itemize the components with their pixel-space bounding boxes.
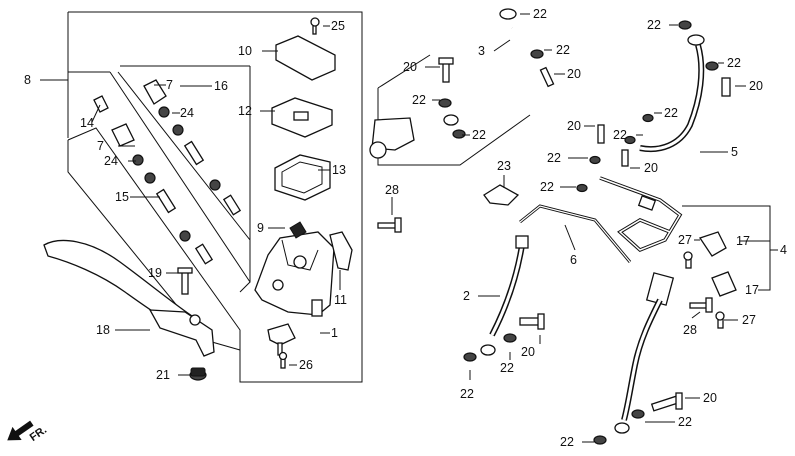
callout-labels: 8 14 7 16 24 7 24 15 19 18 21 25 10 12 1… [24,7,787,449]
callout-22d: 22 [472,128,486,142]
callout-20g: 20 [703,391,717,405]
callout-20d: 20 [567,119,581,133]
callout-8: 8 [24,73,31,87]
callout-22i: 22 [547,151,561,165]
callout-14: 14 [80,116,94,130]
callout-10: 10 [238,44,252,58]
bracket-hose-3 [369,117,415,159]
callout-23: 23 [497,159,511,173]
callout-7b: 7 [97,139,104,153]
callout-17a: 17 [736,234,750,248]
callout-9: 9 [257,221,264,235]
sub-kit-frame [67,65,251,351]
callout-25: 25 [331,19,345,33]
callout-16: 16 [214,79,228,93]
callout-11: 11 [334,293,347,307]
switch-1 [267,323,296,356]
sealing-washers-22 [438,20,719,445]
junction-23 [483,184,520,206]
reservoir-plate-12 [271,97,333,138]
brake-pipe-6 [519,204,632,263]
callout-24a: 24 [180,106,194,120]
bolt-27-upper [683,251,693,269]
brake-hose-5 [639,34,731,152]
callout-17b: 17 [745,283,759,297]
callout-22m: 22 [678,415,692,429]
bolt-20-upper [438,57,629,167]
callout-22a: 22 [533,7,547,21]
callout-18: 18 [96,323,110,337]
callout-20a: 20 [403,60,417,74]
callout-5: 5 [731,145,738,159]
bolt-20-lower-right [650,392,683,412]
callout-22l: 22 [500,361,514,375]
callout-22c: 22 [412,93,426,107]
callout-3: 3 [478,44,485,58]
piston-kit-16 [143,79,242,216]
callout-20c: 20 [749,79,763,93]
callout-4: 4 [780,243,787,257]
bolt-27-lower [715,311,725,329]
reservoir-diaphragm-13 [274,154,331,201]
callout-20e: 20 [644,161,658,175]
callout-27a: 27 [678,233,692,247]
callout-22k: 22 [460,387,474,401]
master-cylinder-body [254,231,335,317]
front-direction-indicator: FR. [7,420,49,444]
leader-lines [40,13,778,443]
bolt-20-lower-mid [519,313,545,330]
clip-9 [289,221,307,239]
bolt-28-upper [377,217,402,233]
brake-lever [43,239,215,357]
callout-27b: 27 [742,313,756,327]
screw-26 [278,351,288,369]
lever-pivot-bolt [177,267,193,295]
screw-25 [310,17,320,35]
lever-boot [189,367,207,381]
front-arrow-icon [7,420,34,441]
callout-22h: 22 [613,128,627,142]
callout-7a: 7 [166,78,173,92]
holder-11 [329,231,353,271]
callout-26: 26 [299,358,313,372]
callout-20f: 20 [521,345,535,359]
brake-hose-3 [443,8,518,126]
callout-13: 13 [332,163,346,177]
callout-19: 19 [148,266,162,280]
callout-22e: 22 [647,18,661,32]
callout-20b: 20 [567,67,581,81]
callout-28b: 28 [683,323,697,337]
callout-22j: 22 [540,180,554,194]
callout-6: 6 [570,253,577,267]
reservoir-cap-10 [275,35,336,81]
callout-22g: 22 [664,106,678,120]
callout-22b: 22 [556,43,570,57]
bolt-28-lower [689,297,713,313]
callout-15: 15 [115,190,129,204]
callout-22f: 22 [727,56,741,70]
brake-hose-2 [480,235,529,356]
callout-24b: 24 [104,154,118,168]
callout-28a: 28 [385,183,399,197]
callout-2: 2 [463,289,470,303]
clamp-27 [698,231,737,297]
callout-12: 12 [238,104,252,118]
brake-hose-lower-right [614,298,663,434]
piston-kit-15 [93,95,214,265]
callout-1: 1 [331,326,338,340]
callout-22n: 22 [560,435,574,449]
callout-21: 21 [156,368,170,382]
